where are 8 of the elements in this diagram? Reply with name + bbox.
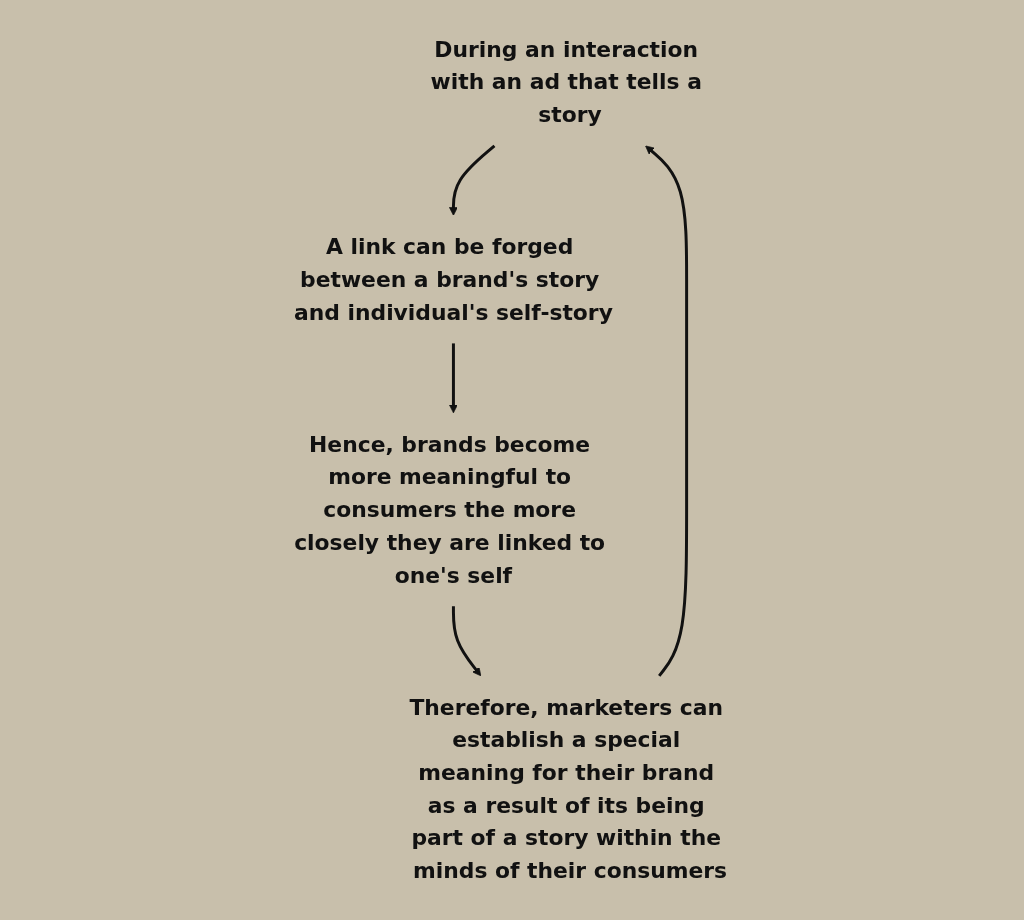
arrow [452, 606, 482, 677]
arrow [449, 343, 459, 414]
node-text: During an interaction with an ad that tells a story [430, 36, 703, 128]
node-text: Hence, brands become more meaningful to consumers the more closely they are linked to one's self [294, 431, 606, 588]
arrow [645, 145, 689, 677]
node-text: A link can be forged between a brand's story and individual's self-story [294, 234, 614, 325]
arrow [449, 144, 496, 216]
node-text: Therefore, marketers can establish a special meaning for their brand as a result of its being part of a story within the minds of their consumers [409, 694, 728, 884]
